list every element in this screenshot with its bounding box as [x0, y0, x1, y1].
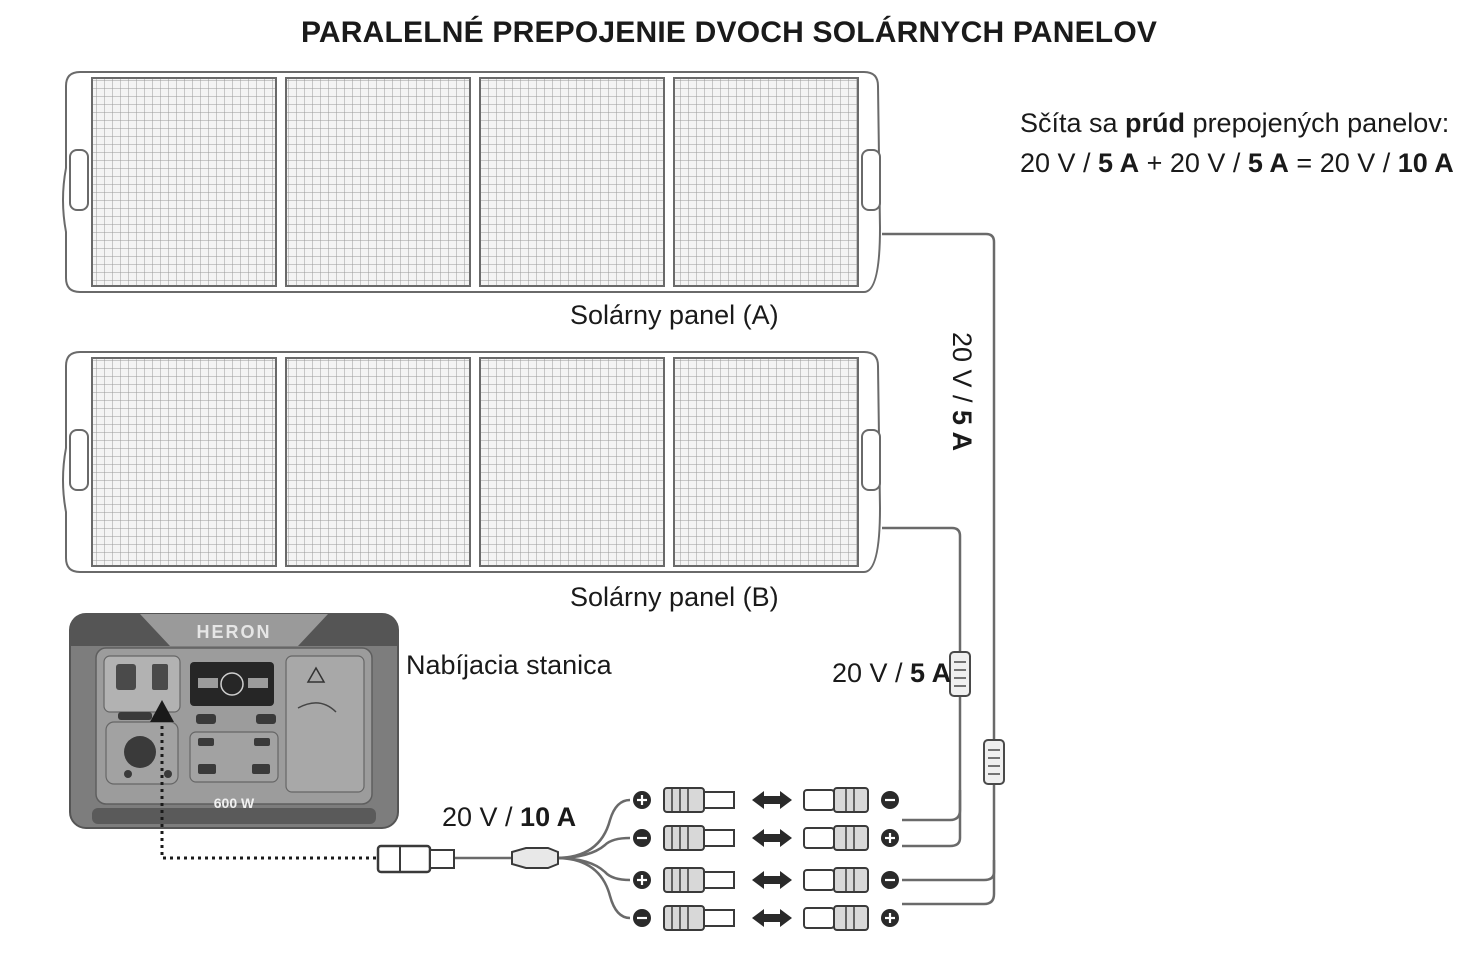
panel-b-cell-block-1 [91, 357, 277, 567]
cables [380, 232, 996, 920]
mc4-female-connector [803, 905, 869, 931]
panel-b-handle-right [861, 429, 881, 491]
panel-a-cell-block-1 [91, 77, 277, 287]
plus-icon [881, 909, 899, 927]
arrow-up-icon [150, 700, 174, 722]
mc4-male-connector [663, 825, 735, 851]
double-arrow-icon [752, 791, 792, 809]
double-arrow-icon [752, 871, 792, 889]
note-line-1: Sčíta sa prúd prepojených panelov: [1020, 108, 1449, 139]
panel-b-cell-block-2 [285, 357, 471, 567]
cable-a-plus [902, 860, 996, 882]
mc4-female-connector [803, 825, 869, 851]
panel-a-label: Solárny panel (A) [570, 300, 779, 330]
charging-station: HERON 600 W [69, 613, 399, 829]
plus-icon [881, 829, 899, 847]
mc4-female-connector [803, 867, 869, 893]
mc4-row-1 [633, 787, 899, 813]
note-part-1-bold: 5 A [1098, 148, 1140, 178]
double-arrow-icon [752, 829, 792, 847]
cable-b-to-connectors [902, 696, 962, 822]
cable-out-rating: 20 V / 10 A [442, 802, 576, 833]
panel-a-cell-block-2 [285, 77, 471, 287]
minus-icon [633, 909, 651, 927]
plus-icon [633, 791, 651, 809]
cable-b-rating: 20 V / 5 A [832, 658, 951, 689]
cable-out-rating-bold: 10 A [520, 802, 577, 832]
panel-b-cell-block-3 [479, 357, 665, 567]
solar-panel-a [62, 71, 882, 293]
note-part-2: 20 V / [1169, 148, 1248, 178]
mc4-male-connector [663, 867, 735, 893]
output-plug [376, 844, 455, 874]
cable-panel-a [882, 232, 996, 740]
cable-b-plus [902, 790, 962, 848]
cable-panel-b [882, 526, 962, 652]
note-part-3: 20 V / [1319, 148, 1398, 178]
cable-a-rating-normal: 20 V / [947, 332, 977, 411]
inline-connector-b [949, 651, 971, 697]
inline-connector-a [983, 739, 1005, 785]
cable-a-to-connectors [902, 780, 996, 906]
cable-a-rating: 20 V / 5 A [946, 332, 977, 451]
cable-out-rating-normal: 20 V / [442, 802, 521, 832]
mc4-connector-rows [633, 787, 899, 931]
diagram-title: PARALELNÉ PREPOJENIE DVOCH SOLÁRNYCH PAN… [300, 16, 1158, 49]
panel-b-handle-left [69, 429, 89, 491]
mc4-female-connector [803, 787, 869, 813]
minus-icon [881, 791, 899, 809]
note-part-1: 20 V / [1020, 148, 1099, 178]
station-power: 600 W [214, 795, 255, 811]
panel-a-cell-block-3 [479, 77, 665, 287]
cable-splitter-1 [555, 798, 631, 860]
panel-b-label: Solárny panel (B) [570, 582, 779, 612]
cable-a-rating-bold: 5 A [947, 410, 977, 452]
input-path [150, 700, 376, 860]
note-part-2-bold: 5 A [1247, 148, 1289, 178]
note-line-1-bold: prúd [1125, 108, 1186, 138]
note-line-1-pre: Sčíta sa [1020, 108, 1126, 138]
panel-a-handle-left [69, 149, 89, 211]
cable-splitter-2 [555, 836, 631, 860]
note-part-3-bold: 10 A [1397, 148, 1454, 178]
cable-b-rating-bold: 5 A [910, 658, 952, 688]
panel-b-cell-block-4 [673, 357, 859, 567]
panel-a-cell-block-4 [673, 77, 859, 287]
minus-icon [881, 871, 899, 889]
note-plus: + [1139, 148, 1170, 178]
solar-panel-b [62, 351, 882, 573]
cable-b-rating-normal: 20 V / [832, 658, 911, 688]
note-equals: = [1288, 148, 1320, 178]
mc4-male-connector [663, 905, 735, 931]
station-label: Nabíjacia stanica [406, 650, 612, 680]
mc4-male-connector [663, 787, 735, 813]
minus-icon [633, 829, 651, 847]
mc4-row-4 [633, 905, 899, 931]
mc4-row-3 [633, 867, 899, 893]
panel-a-handle-right [861, 149, 881, 211]
double-arrow-icon [752, 909, 792, 927]
note-line-2: 20 V / 5 A + 20 V / 5 A = 20 V / 10 A [1020, 148, 1454, 179]
cable-splitter-4 [555, 856, 631, 920]
plus-icon [633, 871, 651, 889]
station-brand: HERON [196, 622, 271, 642]
splitter-hub [511, 847, 559, 869]
mc4-row-2 [633, 825, 899, 851]
note-line-1-post: prepojených panelov: [1185, 108, 1450, 138]
